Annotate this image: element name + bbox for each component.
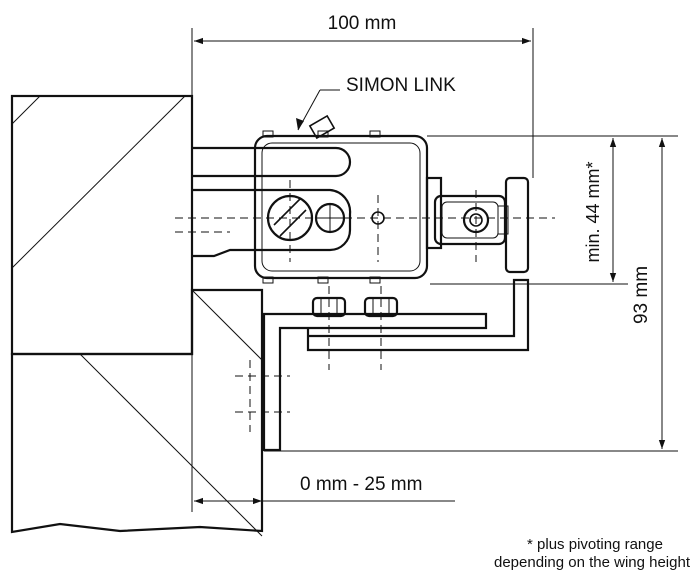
simon-link-housing (253, 114, 429, 284)
dimension-width: 100 mm (191, 13, 534, 178)
dimension-height: 93 mm (264, 135, 678, 452)
frame-profile (10, 94, 194, 356)
center-lines (175, 180, 555, 432)
door-wing (10, 288, 264, 537)
dimension-min-gap: min. 44 mm* (427, 135, 628, 285)
footnote: * plus pivoting range depending on the w… (494, 536, 691, 571)
link-arm (192, 146, 352, 258)
min-gap-label: min. 44 mm* (583, 161, 603, 262)
mounting-bracket (262, 278, 530, 452)
dimension-offset: 0 mm - 25 mm (191, 354, 455, 512)
offset-dimension-label: 0 mm - 25 mm (300, 474, 422, 495)
height-dimension-label: 93 mm (631, 266, 652, 324)
width-dimension-label: 100 mm (328, 13, 397, 34)
footnote-line-2: depending on the wing height (494, 554, 691, 571)
product-label: SIMON LINK (346, 75, 456, 96)
footnote-line-1: * plus pivoting range (527, 536, 663, 553)
product-callout: SIMON LINK (296, 75, 456, 131)
hinge-joint (425, 176, 530, 274)
